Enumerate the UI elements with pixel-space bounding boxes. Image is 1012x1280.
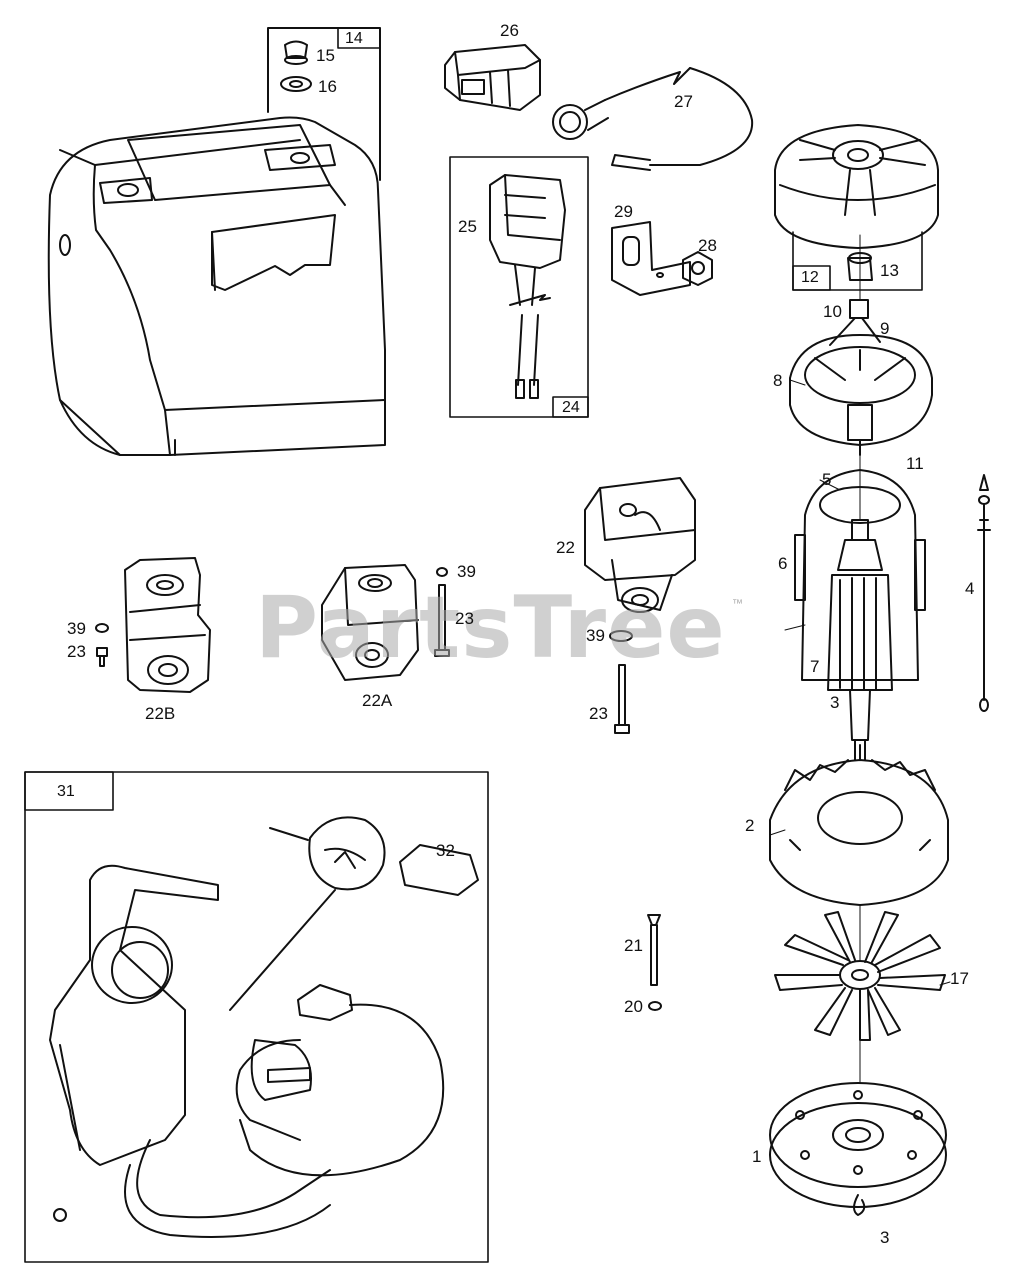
end-bell-2: [770, 745, 948, 905]
callout-14: 14: [345, 30, 363, 47]
callout-24: 24: [562, 399, 580, 416]
callout-11: 11: [906, 454, 924, 473]
callout-22B: 22B: [145, 704, 176, 723]
flywheel-1: [770, 1083, 946, 1215]
fan-17: [775, 912, 945, 1040]
callout-25: 25: [458, 217, 477, 236]
callout-32: 32: [436, 841, 455, 860]
callout-23-pump22b: 23: [67, 642, 86, 661]
stator-12: [775, 125, 938, 290]
callout-20: 20: [624, 997, 643, 1016]
callout-28: 28: [698, 236, 717, 255]
watermark-trademark: ™: [732, 598, 743, 610]
rod-4: [978, 475, 990, 711]
callout-26: 26: [500, 21, 519, 40]
callout-8: 8: [773, 371, 783, 390]
callout-31: 31: [57, 783, 75, 800]
callout-6: 6: [778, 554, 788, 573]
callout-15: 15: [316, 46, 335, 65]
callout-12: 12: [801, 269, 819, 286]
leader-lines: [770, 235, 950, 1083]
nut-20: [649, 1002, 661, 1010]
callout-3-flywheel: 3: [880, 1228, 890, 1247]
callout-39-pump22b: 39: [67, 619, 86, 638]
callout-17: 17: [950, 969, 969, 988]
callout-13: 13: [880, 261, 899, 280]
callout-7: 7: [810, 657, 820, 676]
callout-23-pump22: 23: [589, 704, 608, 723]
washer-39c: [96, 624, 108, 632]
box-24: [450, 157, 588, 417]
callout-1: 1: [752, 1147, 762, 1166]
bolt-23b: [435, 585, 449, 656]
box-14: [268, 28, 380, 180]
pump-22b: [125, 558, 210, 692]
callout-5: 5: [822, 470, 832, 489]
washer-39b: [437, 568, 447, 576]
callout-22: 22: [556, 538, 575, 557]
callout-16: 16: [318, 77, 337, 96]
part-28-nut: [683, 252, 712, 285]
callout-4: 4: [965, 579, 975, 598]
bolt-23c: [97, 648, 107, 666]
washer-39a: [610, 631, 632, 641]
callout-3-armature: 3: [830, 693, 840, 712]
box-31-harness: [25, 772, 488, 1262]
engine-shroud: [49, 118, 385, 456]
rotor-assembly-8: [790, 300, 932, 455]
bolt-21: [648, 915, 660, 985]
bolt-23a: [615, 665, 629, 733]
callout-23-pump22a: 23: [455, 609, 474, 628]
part-26-connector: [445, 45, 540, 110]
callout-39-pump22a: 39: [457, 562, 476, 581]
callout-22A: 22A: [362, 691, 393, 710]
callout-29: 29: [614, 202, 633, 221]
armature-7: [828, 520, 892, 760]
callout-21: 21: [624, 936, 643, 955]
part-27-cable: [553, 68, 752, 170]
callout-10: 10: [823, 302, 842, 321]
pump-22a: [322, 565, 418, 680]
callout-27: 27: [674, 92, 693, 111]
callout-2: 2: [745, 816, 755, 835]
watermark: PartsTree: [255, 578, 726, 678]
pump-22: [585, 478, 695, 612]
part-29-bracket: [612, 222, 690, 295]
callout-9: 9: [880, 319, 890, 338]
callout-39-pump22: 39: [586, 626, 605, 645]
housing-5: [795, 470, 925, 680]
